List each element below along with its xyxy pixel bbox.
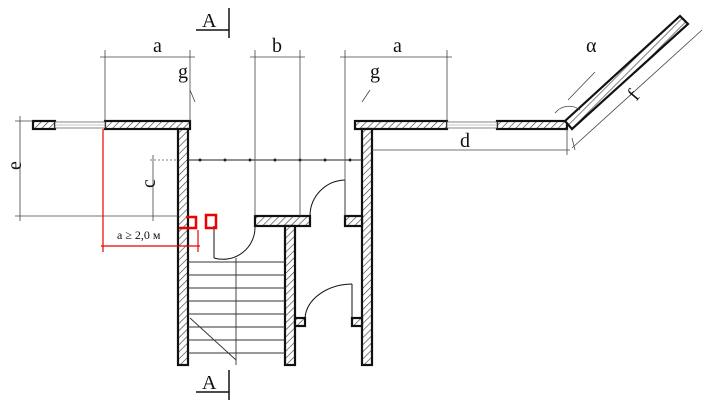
section-label-bottom: A [202, 372, 217, 394]
dimension-b: b [272, 35, 282, 57]
dimension-e: e [4, 161, 26, 170]
section-label-top: A [202, 10, 217, 32]
requirement-label: a ≥ 2,0 м [117, 228, 161, 242]
dimension-f: f [623, 85, 644, 105]
section-marker-top [196, 8, 230, 38]
dimension-lines [15, 29, 703, 221]
dotted-boundary [150, 158, 362, 162]
dimension-a-left: a [153, 35, 162, 57]
dimension-a-right: a [393, 35, 402, 57]
doors [213, 179, 353, 319]
dimension-c: c [138, 179, 160, 188]
angle-alpha: α [586, 35, 597, 57]
min-width-requirement [101, 129, 218, 252]
windows [54, 121, 498, 129]
dimension-g-left: g [178, 61, 188, 83]
walls [31, 14, 690, 367]
dimension-g-right: g [370, 61, 380, 83]
dimension-d: d [460, 130, 470, 152]
staircase [188, 258, 285, 365]
section-marker-bottom [196, 370, 230, 400]
